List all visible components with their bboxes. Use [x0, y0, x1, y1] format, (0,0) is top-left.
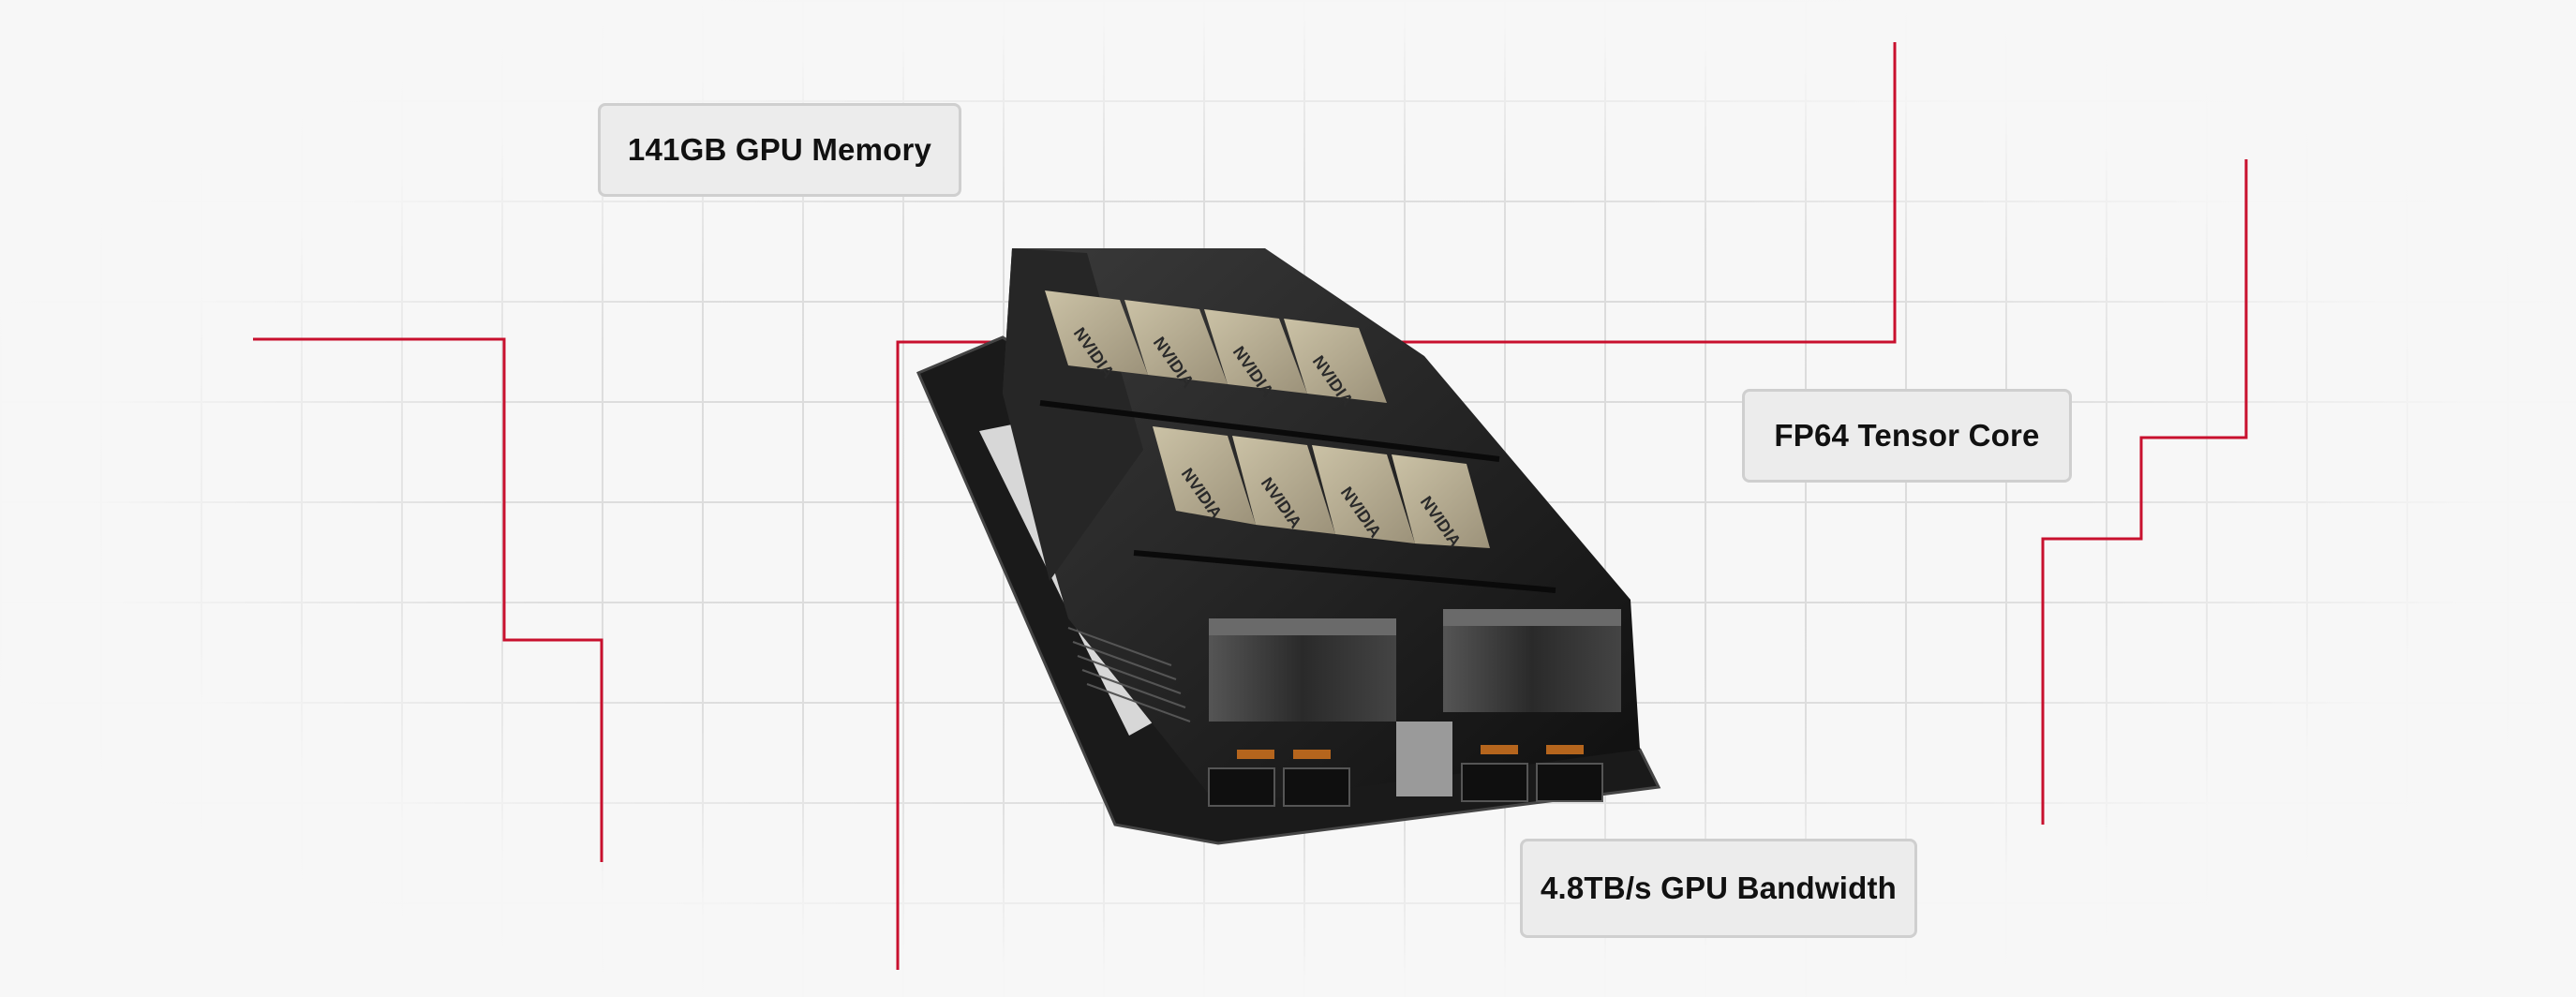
connector-line-center [896, 340, 993, 970]
memory-label: 141GB GPU Memory [598, 103, 961, 197]
connector-line-left [253, 337, 603, 862]
heatsink-right [1443, 609, 1621, 712]
bandwidth-label: 4.8TB/s GPU Bandwidth [1520, 839, 1917, 938]
side-fins [1067, 627, 1191, 722]
front-connectors [1208, 763, 1603, 807]
heatsink-left [1209, 618, 1396, 722]
gpu-module-row-top [1045, 290, 1387, 403]
gpu-board-image: NVIDIA NVIDIA NVIDIA NVIDIA NVIDIA NVIDI… [916, 248, 1661, 845]
connector-line-top-right [1396, 42, 1897, 344]
center-heat-plate [1396, 722, 1452, 796]
fp64-label: FP64 Tensor Core [1742, 389, 2072, 483]
connector-line-right [2041, 159, 2248, 825]
gpu-module-row-bottom [1153, 426, 1490, 548]
